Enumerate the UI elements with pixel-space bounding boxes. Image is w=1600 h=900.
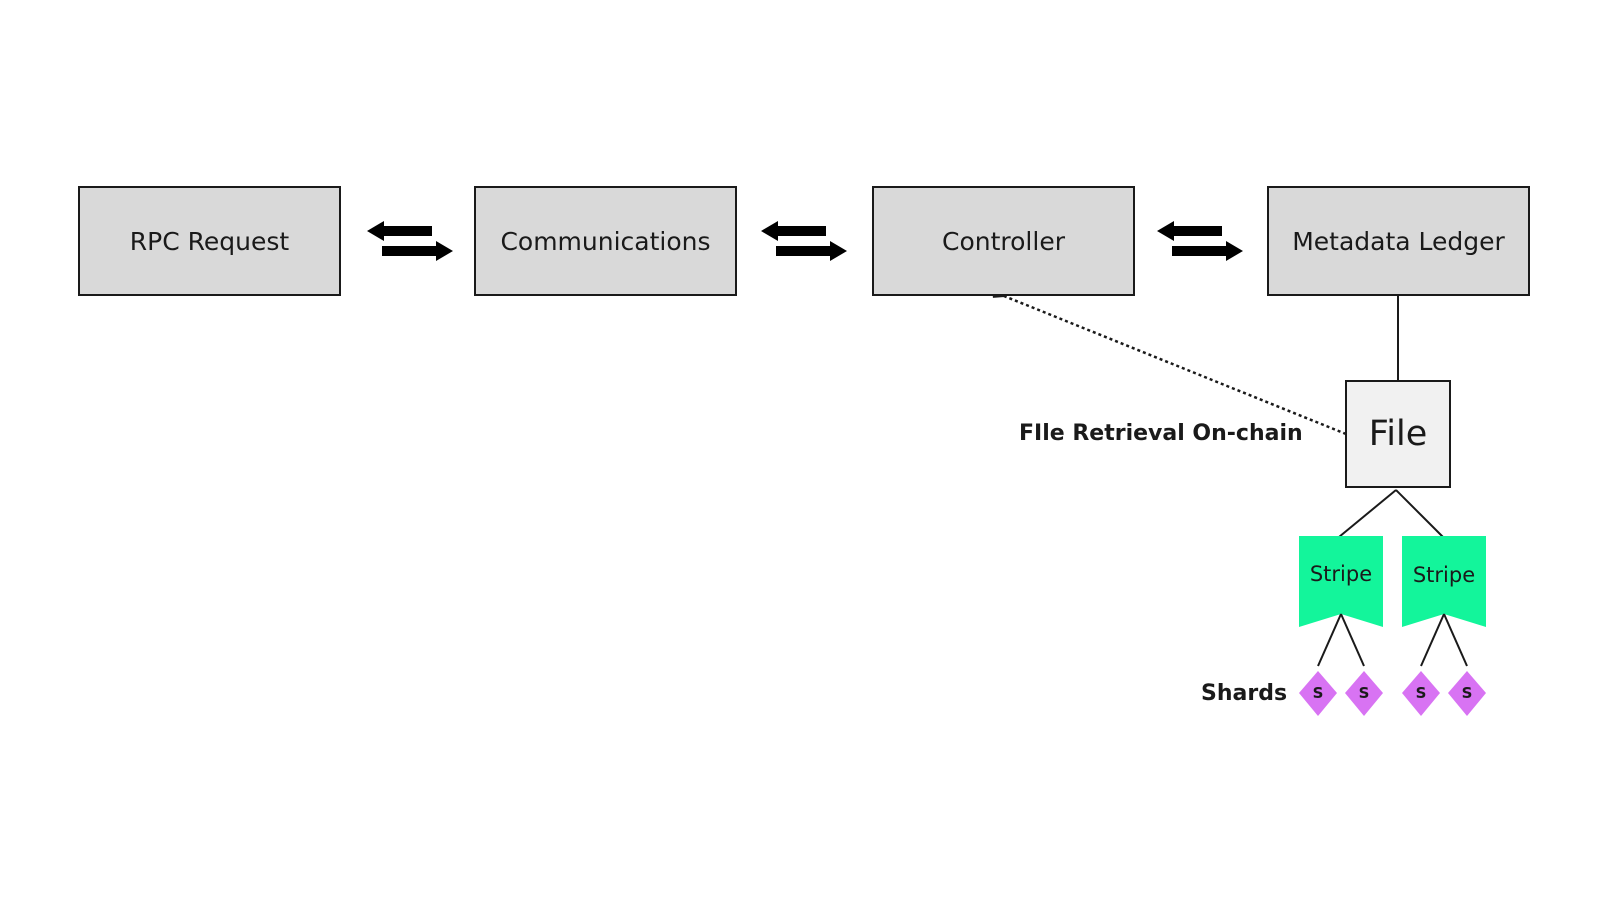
stripe-shape-2 — [1402, 536, 1486, 627]
bidirectional-arrow-controller-ledger — [1157, 221, 1243, 261]
file-box: File — [1345, 380, 1451, 488]
file-stripe-connector-right — [1395, 489, 1444, 538]
retrieval-caption: FIle Retrieval On-chain — [1019, 421, 1303, 446]
shard-label: S — [1358, 684, 1370, 702]
shard-label: S — [1312, 684, 1324, 702]
communications-box: Communications — [474, 186, 737, 296]
stripe-shard-connector — [1420, 613, 1445, 667]
file-label: File — [1368, 414, 1428, 454]
arrow-right-icon — [776, 241, 847, 261]
communications-label: Communications — [500, 226, 711, 256]
file-stripe-connector-left — [1338, 489, 1397, 538]
controller-label: Controller — [942, 226, 1065, 256]
metadata-ledger-label: Metadata Ledger — [1292, 226, 1505, 256]
bidirectional-arrow-rpc-communications — [367, 221, 453, 261]
stripe-label: Stripe — [1412, 563, 1476, 587]
arrow-left-icon — [367, 221, 432, 241]
stripe-shard-connector — [1443, 613, 1468, 667]
shard-diamond-2 — [1345, 671, 1383, 716]
retrieval-dotted-arrow — [1004, 296, 1347, 436]
metadata-ledger-box: Metadata Ledger — [1267, 186, 1530, 296]
rpc-request-box: RPC Request — [78, 186, 341, 296]
shard-diamond-3 — [1402, 671, 1440, 716]
shard-label: S — [1461, 684, 1473, 702]
rpc-request-label: RPC Request — [129, 226, 290, 256]
stripe-shape-1 — [1299, 536, 1383, 627]
arrow-right-icon — [1172, 241, 1243, 261]
bidirectional-arrow-communications-controller — [761, 221, 847, 261]
arrow-left-icon — [1157, 221, 1222, 241]
stripe-label: Stripe — [1309, 562, 1373, 586]
stripe-shard-connector — [1317, 613, 1342, 667]
controller-box: Controller — [872, 186, 1135, 296]
shard-diamond-1 — [1299, 671, 1337, 716]
shard-label: S — [1415, 684, 1427, 702]
shard-diamond-4 — [1448, 671, 1486, 716]
arrow-left-icon — [761, 221, 826, 241]
arrow-right-icon — [382, 241, 453, 261]
shards-caption: Shards — [1201, 681, 1288, 706]
stripe-shard-connector — [1340, 613, 1365, 667]
